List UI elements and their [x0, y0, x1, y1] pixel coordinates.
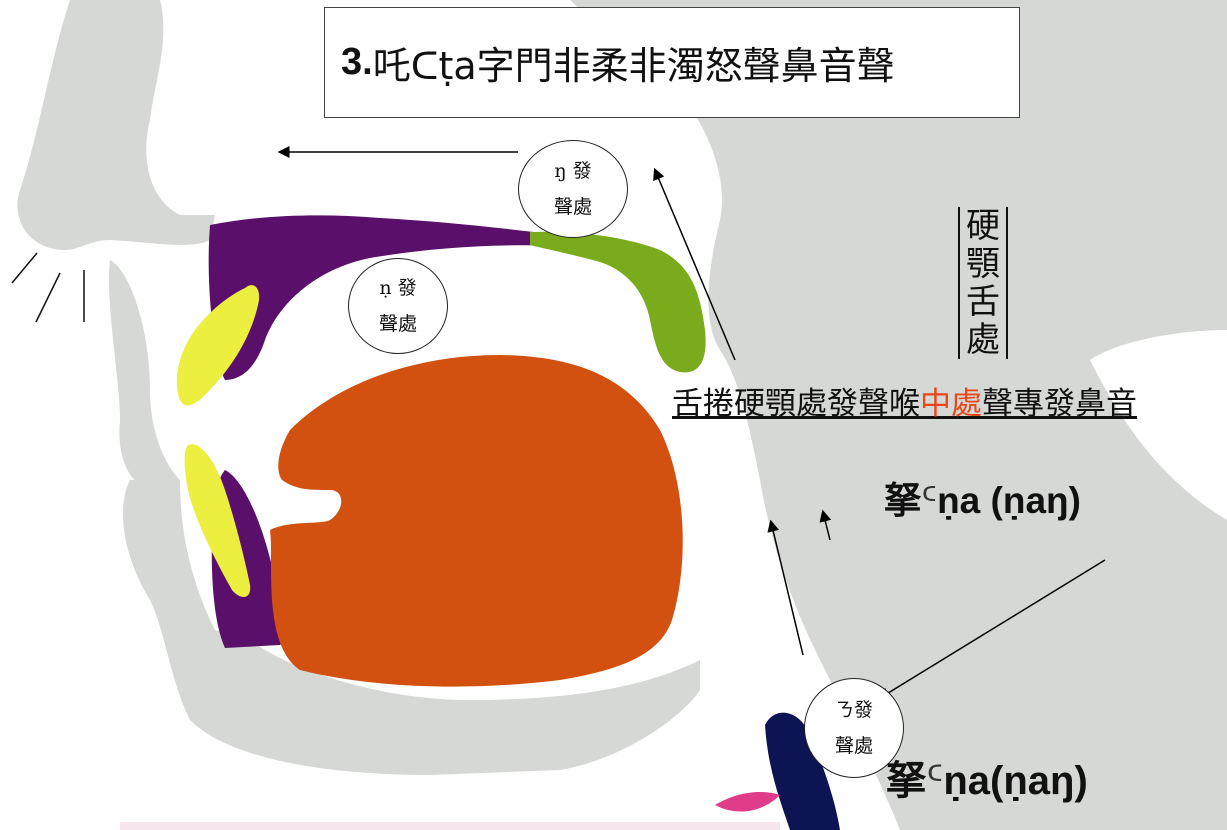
caption-part2: 聲專發鼻音	[982, 386, 1137, 422]
label-prefix: 拏	[884, 480, 921, 521]
bubble-glottal: ㄋ發 聲處	[804, 678, 904, 778]
lower-teeth	[184, 444, 251, 597]
arrow-up-pharynx-1	[767, 519, 804, 656]
vertical-char: 硬	[966, 206, 1000, 246]
bubble-line2: 聲處	[834, 735, 873, 757]
vertical-char: 舌	[966, 282, 1000, 322]
arrow-up-to-nasal	[653, 167, 736, 361]
siddham-glyph-icon: ᑦ	[921, 479, 938, 522]
vertical-label-hard-palate: 硬 顎 舌 處	[958, 207, 1008, 359]
syllable-label-upper: 拏ᑦṇa (ṇaŋ)	[884, 470, 1081, 524]
vocal-fold	[715, 792, 780, 812]
label-prefix: 拏	[886, 759, 926, 803]
siddham-glyph-icon: ᑦ	[926, 758, 944, 804]
arrow-up-pharynx-2	[819, 509, 832, 541]
epiglottis	[765, 712, 840, 830]
nose-profile	[17, 0, 216, 250]
upper-lip	[108, 260, 180, 485]
caption-part1: 舌捲硬顎處發聲喉	[672, 386, 920, 422]
soft-palate	[530, 231, 706, 373]
articulation-caption: 舌捲硬顎處發聲喉中處聲專發鼻音	[672, 378, 1137, 423]
bottom-strip	[120, 822, 780, 830]
pharynx-wall	[570, 0, 1227, 830]
bubble-line1: ṇ 發	[379, 277, 417, 299]
upper-teeth	[176, 285, 260, 406]
vertical-char: 顎	[966, 244, 1000, 284]
tongue	[270, 355, 683, 687]
bubble-line1: ŋ 發	[554, 160, 592, 182]
hard-palate	[208, 215, 600, 380]
chin-and-jaw	[122, 480, 701, 775]
label-romanization: ṇa(ṇaŋ)	[943, 759, 1088, 803]
title-box: 3.吒ᑕṭa字門非柔非濁怒聲鼻音聲	[324, 7, 1020, 118]
bubble-line1: ㄋ發	[834, 699, 873, 721]
bubble-retroflex-nasal: ṇ 發 聲處	[348, 258, 448, 354]
caption-highlight: 中處	[920, 386, 982, 422]
label-romanization: ṇa (ṇaŋ)	[937, 480, 1081, 521]
bubble-line2: 聲處	[553, 196, 592, 218]
bubble-line2: 聲處	[378, 313, 417, 335]
syllable-label-lower: 拏ᑦṇa(ṇaŋ)	[886, 748, 1088, 806]
title-number: 3.	[341, 41, 373, 83]
bubble-velar-nasal: ŋ 發 聲處	[518, 140, 628, 238]
breath-line-2	[35, 272, 61, 323]
title-text: 吒ᑕṭa字門非柔非濁怒聲鼻音聲	[372, 44, 895, 88]
arrow-to-glottis	[877, 559, 1106, 700]
breath-line-1	[11, 252, 38, 284]
vertical-char: 處	[966, 320, 1000, 360]
posterior-wall-cutout	[1090, 330, 1227, 520]
